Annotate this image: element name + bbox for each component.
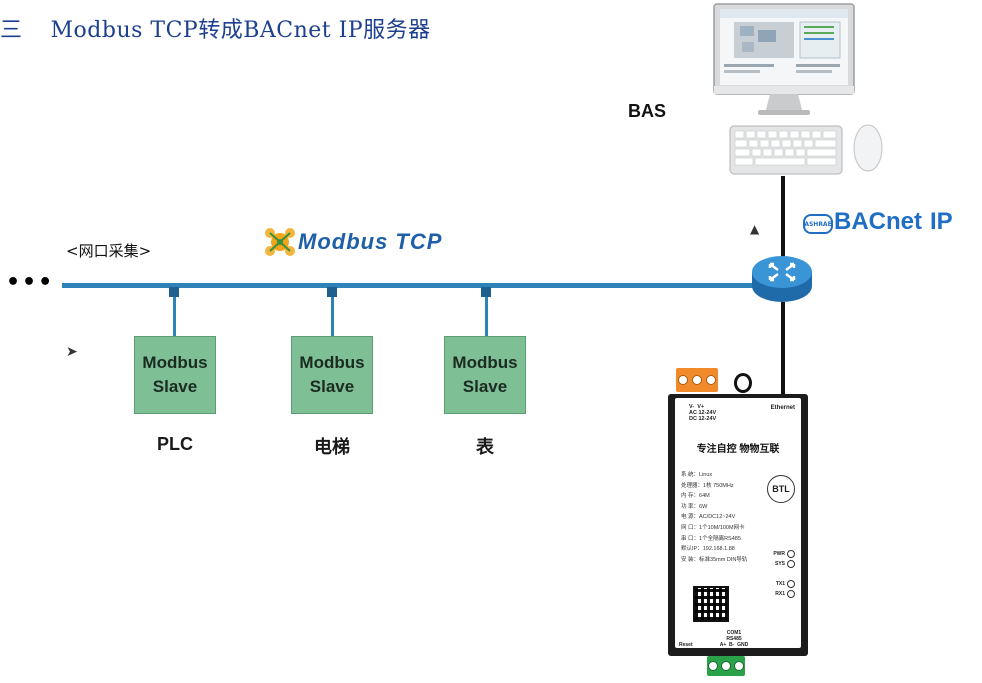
spec-item: 默认IP：192.168.1.88 (681, 546, 735, 553)
spec-item: 功 率：6W (681, 503, 708, 510)
arrow-icon: ➤ (66, 344, 78, 360)
rs485-terminal (707, 656, 745, 676)
led-indicator-icon (787, 560, 795, 568)
led-indicator-icon (787, 550, 795, 558)
ashrae-logo-icon: ASHRAE (803, 214, 833, 234)
led-indicator-icon (787, 580, 795, 588)
spec-item: 处理器：1核 750MHz (681, 482, 734, 489)
slave-line2: Slave (462, 377, 508, 396)
spec-list: 系 统：Linux 处理器：1核 750MHz 内 存：64M 功 率：6W 电… (681, 470, 747, 565)
bus-drop (485, 297, 488, 336)
bas-label: BAS (628, 101, 667, 121)
modbus-slave-elevator: Modbus Slave (291, 336, 373, 414)
spec-item: 电 源：AC/DC12~24V (681, 514, 736, 521)
led-label: SYS (774, 561, 785, 567)
led-sys: SYS (775, 560, 795, 568)
led-rx1: RX1 (775, 590, 795, 598)
modbus-slave-meter: Modbus Slave (444, 336, 526, 414)
led-indicator-icon (787, 590, 795, 598)
ip-label: IP (930, 208, 953, 235)
bus-tap (327, 287, 337, 297)
title-text: Modbus TCP转成BACnet IP服务器 (50, 18, 431, 43)
ellipsis: ••• (6, 270, 55, 295)
led-label: RX1 (775, 591, 785, 597)
bas-link-line (781, 176, 785, 260)
bus-tap (481, 287, 491, 297)
page-title: 三 Modbus TCP转成BACnet IP服务器 (0, 12, 431, 44)
led-label: TX1 (775, 581, 785, 587)
spec-item: 网 口：1个10M/100M网卡 (681, 524, 745, 531)
device-label-plc: PLC (157, 434, 193, 454)
device-label-elevator: 电梯 (314, 437, 350, 457)
qr-code-icon (693, 586, 729, 622)
led-pwr: PWR (773, 550, 795, 558)
slave-line1: Modbus (142, 353, 208, 372)
spec-item: 安 装：标准35mm DIN导轨 (681, 556, 748, 563)
modbus-slave-plc: Modbus Slave (134, 336, 216, 414)
bus-drop (331, 297, 334, 336)
bus-drop (173, 297, 176, 336)
spec-item: 串 口：1个全隔离RS485 (681, 535, 741, 542)
gateway-link-line (781, 302, 785, 394)
ethernet-label: Ethernet (770, 405, 795, 411)
slave-line1: Modbus (452, 353, 518, 372)
slave-line1: Modbus (299, 353, 365, 372)
reset-label: Reset (679, 642, 693, 648)
led-label: PWR (773, 551, 785, 557)
section-number: 三 (0, 18, 23, 43)
modbus-tcp-label: Modbus TCP (298, 229, 443, 254)
network-bus (62, 283, 782, 288)
bus-tap (169, 287, 179, 297)
gateway-slogan: 专注自控 物物互联 (696, 444, 780, 455)
led-tx1: TX1 (776, 580, 795, 588)
slave-line2: Slave (152, 377, 198, 396)
modbus-logo-icon (265, 228, 295, 256)
keyboard-mouse-icon (729, 124, 883, 175)
power-terminal (676, 368, 718, 392)
slave-line2: Slave (309, 377, 355, 396)
bacnet-label: BACnet (834, 208, 922, 235)
router-icon (752, 256, 812, 302)
monitor-icon (713, 3, 855, 115)
mounting-ring (734, 373, 752, 393)
spec-item: 系 统：Linux (681, 472, 713, 478)
bacnet-ip-label: BACnet IP (834, 208, 953, 236)
device-label-meter: 表 (476, 437, 494, 457)
spec-item: 内 存：64M (681, 493, 710, 500)
btl-logo-icon: BTL (767, 475, 795, 503)
collect-label: <网口采集> (66, 242, 152, 260)
up-arrow-icon: ▲ (750, 222, 760, 236)
